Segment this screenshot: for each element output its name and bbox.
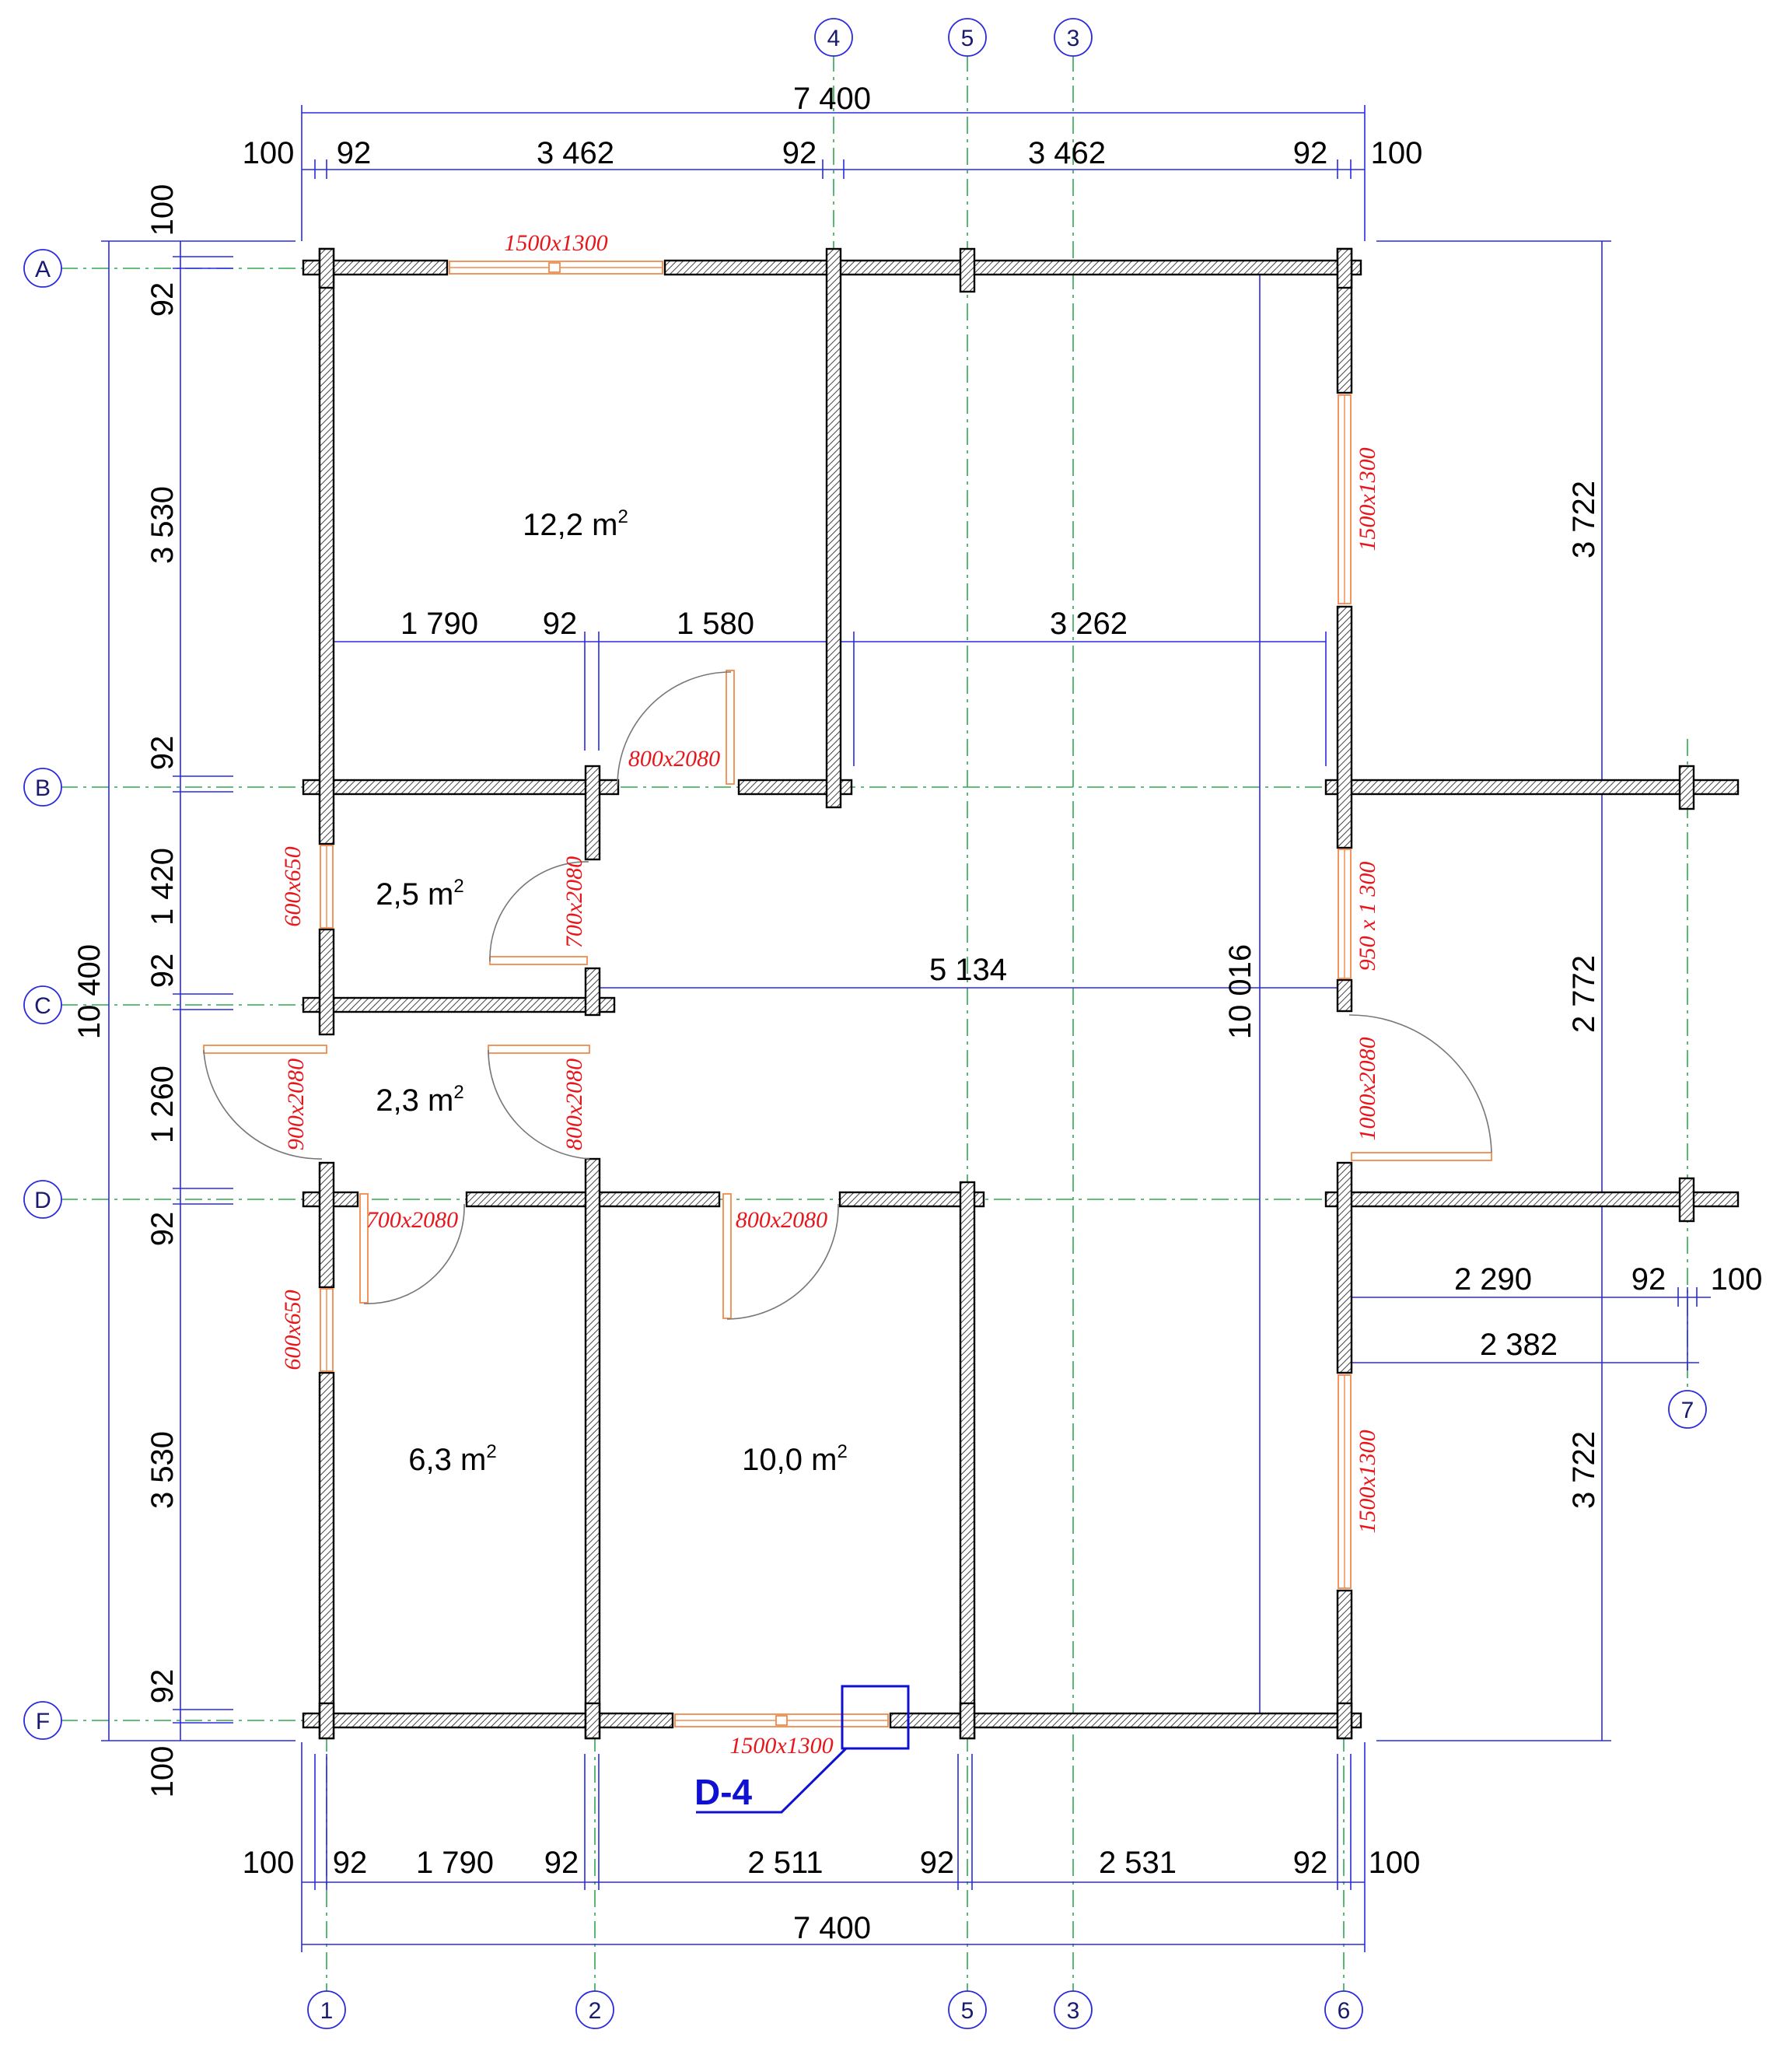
axis-label-6: 6 <box>1338 1998 1351 2024</box>
axis-label-5-bottom: 5 <box>961 1998 974 2024</box>
dim-bottom-1790: 1 790 <box>416 1846 494 1880</box>
dim-top-3462-b: 3 462 <box>1028 136 1106 170</box>
door-cd-left <box>203 1045 327 1054</box>
dim-top-92-b: 92 <box>782 136 817 170</box>
dim-left-1420: 1 420 <box>145 848 180 926</box>
label-door-right: 1000x2080 <box>1355 1037 1380 1140</box>
room-areas: 12,2 m2 2,5 m2 2,3 m2 6,3 m2 10,0 m2 <box>376 506 848 1477</box>
label-door-b: 800x2080 <box>628 746 720 772</box>
room-area-2: 2,5 m2 <box>376 876 463 912</box>
dim-bottom-2531: 2 531 <box>1099 1846 1177 1880</box>
door-cd-mid <box>488 1045 590 1054</box>
dim-bottom-2511: 2 511 <box>747 1846 823 1880</box>
dim-right-3722-a: 3 722 <box>1567 481 1601 558</box>
room-area-1: 12,2 m2 <box>523 506 628 542</box>
dim-left-100-bottom: 100 <box>145 1746 180 1798</box>
dim-inner-92: 92 <box>543 607 578 641</box>
door-d-mid <box>722 1193 732 1319</box>
dim-left-overall: 10 400 <box>72 944 107 1039</box>
dim-bottom-100-right: 100 <box>1369 1846 1421 1880</box>
dim-top-100-left: 100 <box>243 136 295 170</box>
label-window-left-top: 600x650 <box>280 846 306 926</box>
dim-bottom-92-a: 92 <box>333 1846 368 1880</box>
walls <box>302 247 1740 1740</box>
label-window-bottom: 1500x1300 <box>729 1733 833 1759</box>
axis-label-f: F <box>36 1709 50 1734</box>
door-right <box>1351 1152 1492 1161</box>
room-area-5: 10,0 m2 <box>742 1441 848 1477</box>
windows <box>320 261 1352 1727</box>
axis-label-a: A <box>35 257 51 282</box>
detail-callout: D-4 <box>694 1685 910 1814</box>
axis-label-1: 1 <box>320 1998 334 2024</box>
label-door-bc: 700x2080 <box>561 856 587 948</box>
dim-inner-3262: 3 262 <box>1050 607 1128 641</box>
dim-left-1260: 1 260 <box>145 1066 180 1143</box>
dim-left-92-b: 92 <box>145 736 180 771</box>
dim-left-92-e: 92 <box>145 1669 180 1704</box>
dim-top-92-a: 92 <box>337 136 372 170</box>
dim-inner-1580: 1 580 <box>677 607 754 641</box>
label-window-right-bottom: 1500x1300 <box>1355 1430 1380 1533</box>
dim-left-3530-b: 3 530 <box>145 1431 180 1509</box>
dim-top-92-c: 92 <box>1293 136 1328 170</box>
axis-bubbles: A B C D F 4 5 3 1 2 5 3 6 7 <box>23 18 1707 2029</box>
dim-terrace-2290: 2 290 <box>1454 1262 1532 1297</box>
doors <box>203 670 1492 1320</box>
door-d-left <box>359 1193 369 1304</box>
axis-label-b: B <box>35 775 51 801</box>
label-window-left-bottom: 600x650 <box>280 1290 306 1370</box>
door-b <box>726 670 735 785</box>
dim-right-2772: 2 772 <box>1567 955 1601 1033</box>
opening-labels: 1500x1300 1500x1300 1500x1300 1500x1300 … <box>280 230 1380 1759</box>
dim-top-100-right: 100 <box>1371 136 1423 170</box>
room-area-4: 6,3 m2 <box>408 1441 496 1477</box>
dim-bottom-92-d: 92 <box>1293 1846 1328 1880</box>
detail-callout-label: D-4 <box>694 1772 753 1812</box>
dim-top-3462-a: 3 462 <box>537 136 614 170</box>
axis-label-2: 2 <box>589 1998 602 2024</box>
label-window-right-top: 1500x1300 <box>1355 447 1380 551</box>
room-area-3: 2,3 m2 <box>376 1082 463 1118</box>
axis-label-7: 7 <box>1681 1398 1694 1423</box>
grid-axes <box>61 54 1734 1991</box>
label-window-right-mid: 950 x 1 300 <box>1355 862 1380 971</box>
axis-label-3-bottom: 3 <box>1067 1998 1080 2024</box>
label-door-cd-mid: 800x2080 <box>561 1059 587 1150</box>
dim-right-3722-b: 3 722 <box>1567 1431 1601 1509</box>
dim-inner-5134: 5 134 <box>929 953 1007 987</box>
dim-left-92-c: 92 <box>145 954 180 989</box>
dim-bottom-92-c: 92 <box>920 1846 955 1880</box>
dimension-lines <box>101 105 1711 1952</box>
axis-label-4: 4 <box>827 26 841 51</box>
dim-left-92-d: 92 <box>145 1212 180 1247</box>
dim-terrace-2382: 2 382 <box>1480 1328 1558 1362</box>
dim-left-3530-a: 3 530 <box>145 486 180 564</box>
dim-left-100-top: 100 <box>145 184 180 236</box>
axis-label-3-top: 3 <box>1067 26 1080 51</box>
dim-left-92-a: 92 <box>145 282 180 317</box>
dim-terrace-100: 100 <box>1711 1262 1763 1297</box>
axis-label-5-top: 5 <box>961 26 974 51</box>
label-window-top: 1500x1300 <box>504 230 607 256</box>
dim-bottom-100-left: 100 <box>243 1846 295 1880</box>
dim-bottom-92-b: 92 <box>544 1846 579 1880</box>
dim-terrace-92: 92 <box>1631 1262 1666 1297</box>
door-bc <box>489 956 588 965</box>
axis-label-c: C <box>34 993 51 1019</box>
label-door-d-mid: 800x2080 <box>736 1207 827 1233</box>
dim-bottom-overall: 7 400 <box>793 1911 871 1945</box>
axis-label-d: D <box>34 1188 51 1213</box>
label-door-cd-left: 900x2080 <box>283 1059 309 1150</box>
dim-top-overall: 7 400 <box>793 82 871 116</box>
label-door-d-left: 700x2080 <box>366 1207 458 1233</box>
dim-inner-1790: 1 790 <box>400 607 478 641</box>
dimension-labels: 7 400 100 92 3 462 92 3 462 92 100 100 9… <box>72 82 1762 1945</box>
dim-inner-10016: 10 016 <box>1223 944 1257 1039</box>
